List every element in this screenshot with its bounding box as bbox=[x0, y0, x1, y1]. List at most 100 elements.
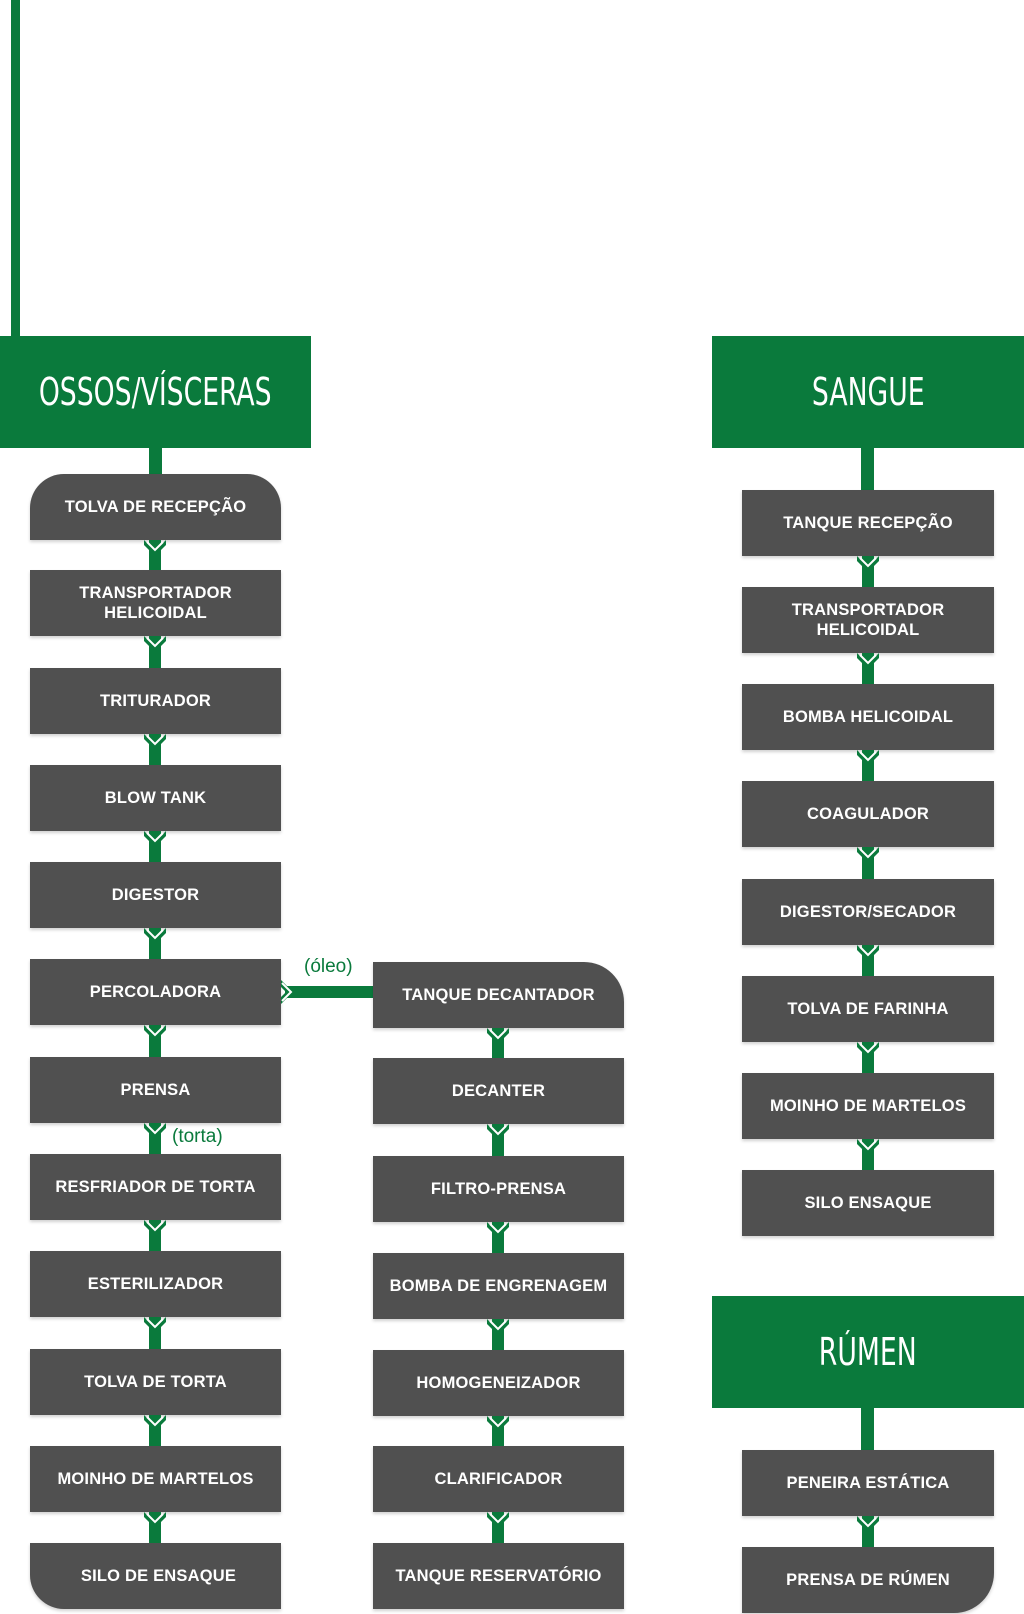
flow-arrow-chevron-inner bbox=[489, 1125, 507, 1136]
step-moinho-de-martelos: MOINHO DE MARTELOS bbox=[30, 1446, 281, 1512]
flow-arrow-chevron-inner bbox=[146, 929, 164, 940]
step-tanque-decantador: TANQUE DECANTADOR bbox=[373, 962, 624, 1028]
flow-arrow-chevron bbox=[857, 1139, 879, 1155]
flow-arrow-chevron bbox=[144, 636, 166, 652]
flow-arrow-chevron-inner bbox=[859, 751, 877, 762]
main-trunk-line bbox=[11, 0, 20, 336]
flow-arrow-icon bbox=[857, 1042, 879, 1073]
step-label: DIGESTOR/SECADOR bbox=[779, 903, 957, 921]
flow-arrow-chevron-inner bbox=[859, 1140, 877, 1151]
header-ossos-visceras-label: OSSOS/VÍSCERAS bbox=[39, 370, 272, 414]
flow-arrow-chevron bbox=[857, 945, 879, 961]
step-label: TOLVA DE RECEPÇÃO bbox=[64, 498, 247, 516]
step-tolva-de-recepcao: TOLVA DE RECEPÇÃO bbox=[30, 474, 281, 540]
flow-arrow-chevron bbox=[857, 653, 879, 669]
flow-arrow-chevron bbox=[144, 1025, 166, 1041]
flow-arrow-chevron bbox=[857, 1042, 879, 1058]
flow-arrow-chevron bbox=[487, 1222, 509, 1238]
flow-arrow-icon bbox=[487, 1124, 509, 1156]
oleo-branch-chevron-inner bbox=[281, 982, 293, 1002]
step-label: PRENSA bbox=[120, 1081, 191, 1099]
step-clarificador: CLARIFICADOR bbox=[373, 1446, 624, 1512]
step-resfriador-de-torta: RESFRIADOR DE TORTA bbox=[30, 1154, 281, 1220]
step-filtro-prensa: FILTRO-PRENSA bbox=[373, 1156, 624, 1222]
flow-arrow-chevron-inner bbox=[489, 1223, 507, 1234]
step-decanter: DECANTER bbox=[373, 1058, 624, 1124]
torta-annotation: (torta) bbox=[172, 1126, 223, 1147]
flow-arrow-icon bbox=[857, 1139, 879, 1170]
step-tolva-de-farinha: TOLVA DE FARINHA bbox=[742, 976, 994, 1042]
flow-arrow-icon bbox=[857, 750, 879, 781]
step-label: ESTERILIZADOR bbox=[87, 1275, 224, 1293]
step-label: TANQUE RESERVATÓRIO bbox=[395, 1567, 602, 1585]
step-esterilizador: ESTERILIZADOR bbox=[30, 1251, 281, 1317]
rumen-header-connector bbox=[861, 1408, 874, 1450]
flow-arrow-chevron-inner bbox=[146, 735, 164, 746]
flow-arrow-chevron-inner bbox=[489, 1320, 507, 1331]
step-label: RESFRIADOR DE TORTA bbox=[55, 1178, 256, 1196]
flow-arrow-icon bbox=[487, 1416, 509, 1446]
oleo-branch-line bbox=[285, 986, 373, 998]
flow-arrow-icon bbox=[487, 1028, 509, 1058]
flow-arrow-chevron-inner bbox=[146, 1026, 164, 1037]
step-tanque-recepcao: TANQUE RECEPÇÃO bbox=[742, 490, 994, 556]
step-peneira-estatica: PENEIRA ESTÁTICA bbox=[742, 1450, 994, 1516]
header-rumen-label: RÚMEN bbox=[819, 1330, 917, 1374]
flow-arrow-icon bbox=[487, 1319, 509, 1350]
flow-arrow-chevron bbox=[487, 1028, 509, 1044]
flow-arrow-chevron bbox=[144, 1220, 166, 1236]
flow-arrow-icon bbox=[144, 831, 166, 862]
step-label: BOMBA DE ENGRENAGEM bbox=[389, 1277, 608, 1295]
step-triturador: TRITURADOR bbox=[30, 668, 281, 734]
flow-arrow-chevron bbox=[144, 734, 166, 750]
flow-arrow-chevron bbox=[487, 1512, 509, 1528]
step-label: TANQUE DECANTADOR bbox=[402, 986, 595, 1004]
step-tanque-reservatorio: TANQUE RESERVATÓRIO bbox=[373, 1543, 624, 1609]
step-label: DECANTER bbox=[451, 1082, 546, 1100]
flow-arrow-chevron bbox=[144, 831, 166, 847]
step-label: TOLVA DE TORTA bbox=[84, 1373, 227, 1391]
step-label: SILO ENSAQUE bbox=[804, 1194, 932, 1212]
step-moinho-de-martelos-sangue: MOINHO DE MARTELOS bbox=[742, 1073, 994, 1139]
flow-arrow-chevron-inner bbox=[859, 848, 877, 859]
step-prensa-de-rumen: PRENSA DE RÚMEN bbox=[742, 1547, 994, 1613]
oleo-branch-connector bbox=[281, 980, 373, 1004]
flow-arrow-icon bbox=[144, 1220, 166, 1251]
flow-arrow-chevron bbox=[144, 1317, 166, 1333]
flow-arrow-icon bbox=[144, 1025, 166, 1057]
step-label: BLOW TANK bbox=[104, 789, 207, 807]
flow-arrow-chevron bbox=[857, 556, 879, 572]
flow-arrow-icon bbox=[857, 653, 879, 684]
flow-arrow-chevron-inner bbox=[859, 654, 877, 665]
oleo-annotation: (óleo) bbox=[304, 956, 353, 977]
step-bomba-helicoidal: BOMBA HELICOIDAL bbox=[742, 684, 994, 750]
step-digestor-secador: DIGESTOR/SECADOR bbox=[742, 879, 994, 945]
flow-arrow-icon bbox=[144, 1123, 166, 1154]
step-tolva-de-torta: TOLVA DE TORTA bbox=[30, 1349, 281, 1415]
flow-arrow-icon bbox=[487, 1222, 509, 1253]
step-prensa: PRENSA bbox=[30, 1057, 281, 1123]
flow-arrow-chevron bbox=[487, 1124, 509, 1140]
step-silo-de-ensaque: SILO DE ENSAQUE bbox=[30, 1543, 281, 1609]
sangue-header-connector bbox=[861, 448, 874, 490]
flow-arrow-icon bbox=[144, 1317, 166, 1349]
flow-arrow-chevron-inner bbox=[146, 637, 164, 648]
step-transportador-helicoidal: TRANSPORTADOR HELICOIDAL bbox=[30, 570, 281, 636]
flow-arrow-chevron bbox=[857, 750, 879, 766]
step-label: FILTRO-PRENSA bbox=[430, 1180, 567, 1198]
flow-arrow-chevron-inner bbox=[489, 1513, 507, 1524]
step-bomba-de-engrenagem: BOMBA DE ENGRENAGEM bbox=[373, 1253, 624, 1319]
step-label: BOMBA HELICOIDAL bbox=[782, 708, 954, 726]
flow-arrow-icon bbox=[144, 540, 166, 570]
flow-arrow-chevron bbox=[144, 1123, 166, 1139]
flow-arrow-chevron bbox=[487, 1416, 509, 1432]
flow-arrow-chevron-inner bbox=[859, 1517, 877, 1528]
step-label: TRITURADOR bbox=[99, 692, 212, 710]
flow-arrow-chevron-inner bbox=[146, 1221, 164, 1232]
flow-arrow-chevron-inner bbox=[146, 1318, 164, 1329]
header-sangue-label: SANGUE bbox=[811, 370, 925, 414]
step-label: TANQUE RECEPÇÃO bbox=[783, 514, 953, 532]
flow-arrow-chevron bbox=[857, 1516, 879, 1532]
step-label: PRENSA DE RÚMEN bbox=[786, 1571, 950, 1589]
flow-arrow-chevron-inner bbox=[859, 557, 877, 568]
